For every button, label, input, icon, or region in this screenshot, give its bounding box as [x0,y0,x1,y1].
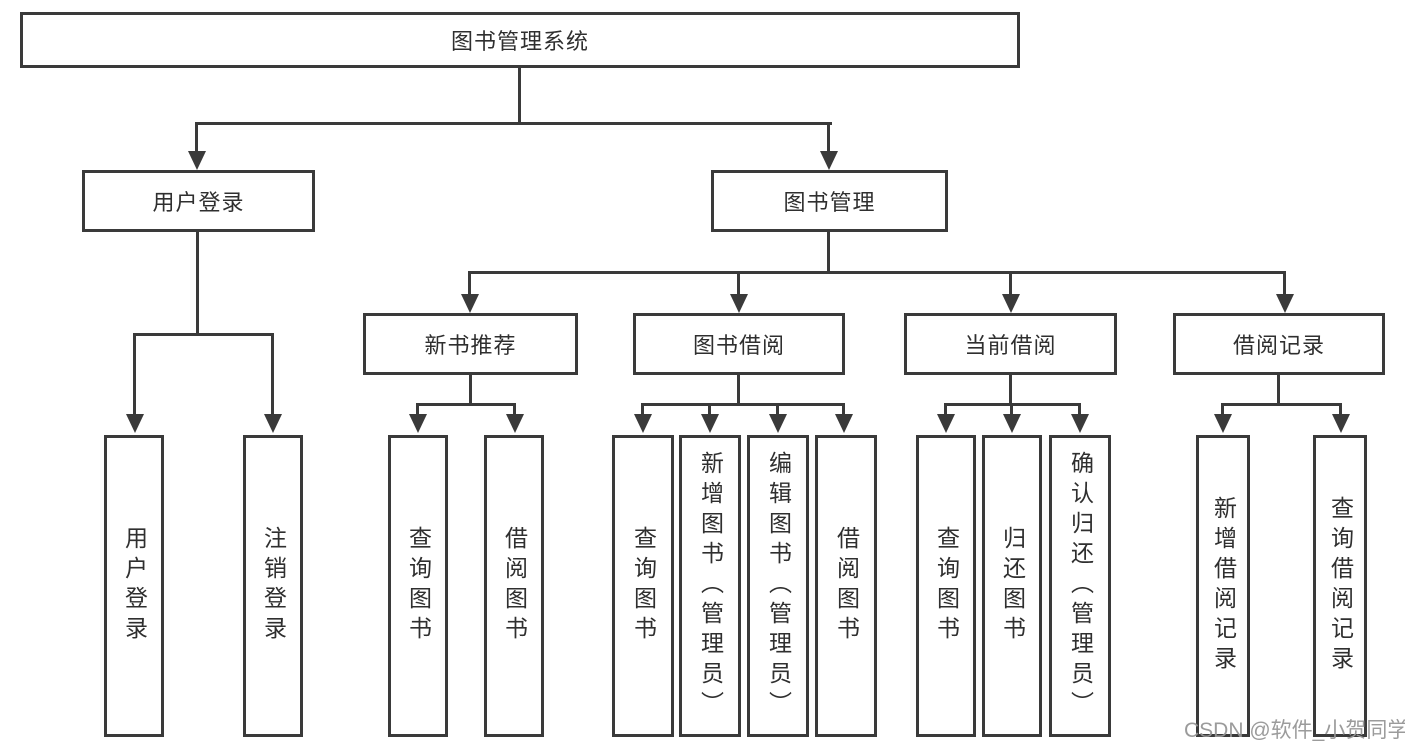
connector-line [737,375,740,406]
csdn-watermark: CSDN @软件_小贺同学 [1184,719,1405,742]
connector-line [513,403,516,417]
connector-line [416,403,516,406]
leaf-query-books-1-label: 查询图书 [405,526,432,646]
leaf-query-books-3-label: 查询图书 [933,526,960,646]
node-borrowing-records-label: 借阅记录 [1232,333,1325,358]
node-book-borrowing: 图书借阅 [633,313,845,375]
connector-line [708,403,711,417]
leaf-query-books-2: 查询图书 [612,435,674,737]
connector-line [196,232,199,336]
arrow-down-icon [1332,414,1350,433]
connector-line [518,67,521,124]
connector-line [1339,403,1342,417]
leaf-borrow-books-2: 借阅图书 [815,435,877,737]
node-book-management: 图书管理 [711,170,948,232]
arrow-down-icon [188,151,206,170]
leaf-confirm-return-admin-label: 确认归还（管理员） [1067,451,1094,721]
arrow-down-icon [634,414,652,433]
leaf-confirm-return-admin: 确认归还（管理员） [1049,435,1111,737]
connector-line [468,271,471,297]
connector-line [1009,271,1012,297]
leaf-logout: 注销登录 [243,435,303,737]
connector-line [469,375,472,406]
leaf-add-borrow-record: 新增借阅记录 [1196,435,1250,737]
node-user-login-label: 用户登录 [152,190,245,215]
connector-line [641,403,845,406]
connector-line [1277,375,1280,406]
leaf-borrow-books-1: 借阅图书 [484,435,544,737]
arrow-down-icon [835,414,853,433]
connector-line [842,403,845,417]
leaf-logout-label: 注销登录 [260,526,287,646]
arrow-down-icon [264,414,282,433]
node-borrowing-records: 借阅记录 [1173,313,1385,375]
arrow-down-icon [1003,414,1021,433]
arrow-down-icon [820,151,838,170]
connector-line [641,403,644,417]
leaf-return-books-label: 归还图书 [999,526,1026,646]
leaf-query-books-1: 查询图书 [388,435,448,737]
leaf-edit-books-admin: 编辑图书（管理员） [747,435,809,737]
connector-line [1283,271,1286,297]
arrow-down-icon [937,414,955,433]
connector-line [1010,403,1013,417]
leaf-add-books-admin-label: 新增图书（管理员） [697,451,724,721]
connector-line [195,122,832,125]
connector-line [1078,403,1081,417]
arrow-down-icon [1214,414,1232,433]
connector-line [944,403,947,417]
connector-line [416,403,419,417]
connector-line [827,232,830,274]
node-current-borrowing: 当前借阅 [904,313,1117,375]
arrow-down-icon [1276,294,1294,313]
arrow-down-icon [126,414,144,433]
connector-line [133,333,136,417]
leaf-query-books-2-label: 查询图书 [630,526,657,646]
leaf-return-books: 归还图书 [982,435,1042,737]
connector-line [133,333,274,336]
connector-line [737,271,740,297]
arrow-down-icon [409,414,427,433]
leaf-add-borrow-record-label: 新增借阅记录 [1210,496,1237,676]
arrow-down-icon [1002,294,1020,313]
leaf-query-borrow-record: 查询借阅记录 [1313,435,1367,737]
leaf-borrow-books-2-label: 借阅图书 [833,526,860,646]
connector-line [776,403,779,417]
connector-line [827,122,830,154]
arrow-down-icon [701,414,719,433]
connector-line [271,333,274,417]
leaf-edit-books-admin-label: 编辑图书（管理员） [765,451,792,721]
node-current-borrowing-label: 当前借阅 [964,333,1057,358]
arrow-down-icon [1071,414,1089,433]
arrow-down-icon [461,294,479,313]
node-root-label: 图书管理系统 [450,29,589,54]
node-new-book-recommend-label: 新书推荐 [424,333,517,358]
leaf-user-login-label: 用户登录 [121,526,148,646]
connector-line [1221,403,1224,417]
leaf-user-login: 用户登录 [104,435,164,737]
leaf-query-books-3: 查询图书 [916,435,976,737]
arrow-down-icon [506,414,524,433]
leaf-query-borrow-record-label: 查询借阅记录 [1327,496,1354,676]
connector-line [1009,375,1012,406]
connector-line [468,271,1286,274]
connector-line [1221,403,1342,406]
node-book-management-label: 图书管理 [783,190,876,215]
arrow-down-icon [769,414,787,433]
leaf-add-books-admin: 新增图书（管理员） [679,435,741,737]
node-root: 图书管理系统 [20,12,1020,68]
node-user-login: 用户登录 [82,170,315,232]
arrow-down-icon [730,294,748,313]
node-new-book-recommend: 新书推荐 [363,313,578,375]
connector-line [195,122,198,154]
node-book-borrowing-label: 图书借阅 [692,333,785,358]
leaf-borrow-books-1-label: 借阅图书 [501,526,528,646]
